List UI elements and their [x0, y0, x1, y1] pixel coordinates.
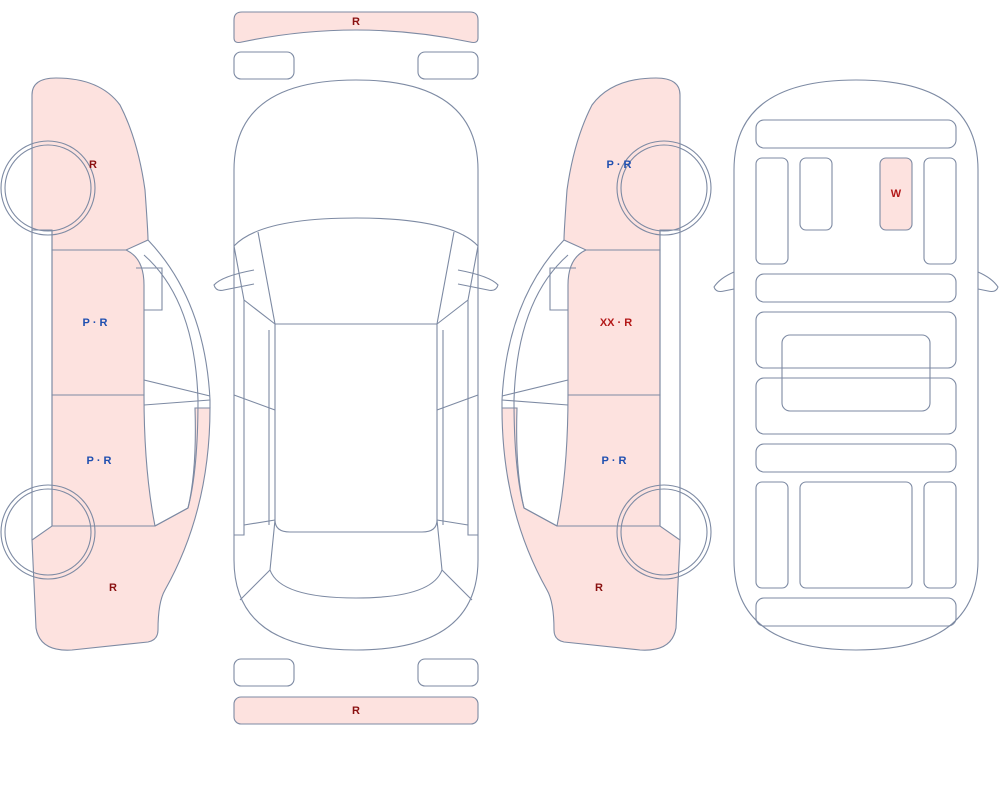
right-rear-quarter-label: R [595, 582, 603, 594]
damage-code: R [352, 16, 360, 28]
front-bumper-panel[interactable] [233, 11, 479, 44]
damage-code: · [93, 317, 97, 329]
right-rear-door-label: P·R [602, 455, 627, 467]
damage-code: P [607, 159, 614, 171]
roof [274, 324, 438, 533]
right-sill [659, 230, 681, 540]
frame-part-panel[interactable] [879, 157, 913, 231]
damage-code: R [624, 317, 632, 329]
top-body-outline [233, 79, 479, 651]
taillight-right [417, 658, 479, 687]
damage-code: · [617, 159, 621, 171]
left-side-view: R P·R P·R R [0, 77, 211, 651]
damage-code: R [624, 159, 632, 171]
right-front-fender-label: P·R [607, 159, 632, 171]
headlight-left [233, 51, 295, 80]
frame-body-outline [733, 79, 979, 651]
right-front-wheel [616, 140, 712, 236]
windshield [233, 217, 479, 247]
right-rear-wheel [616, 484, 712, 580]
damage-code: · [612, 455, 616, 467]
left-front-fender-panel[interactable] [31, 77, 149, 251]
damage-code: R [89, 159, 97, 171]
left-front-door-label: P·R [83, 317, 108, 329]
damage-code: R [619, 455, 627, 467]
right-door-frame [501, 239, 569, 527]
left-sill [31, 230, 53, 540]
headlight-right [417, 51, 479, 80]
damage-code: W [891, 188, 902, 200]
damage-code: R [352, 705, 360, 717]
damage-code: XX [600, 317, 615, 329]
left-front-wheel [0, 140, 96, 236]
right-front-door-label: XX·R [600, 317, 632, 329]
mirror-right [457, 269, 499, 291]
frame-part-label: W [891, 188, 902, 200]
left-rear-wheel [0, 484, 96, 580]
front-bumper-label: R [352, 16, 360, 28]
left-rear-quarter-label: R [109, 582, 117, 594]
left-front-fender-label: R [89, 159, 97, 171]
rear-window [269, 519, 443, 599]
damage-code: R [109, 582, 117, 594]
top-view: R R [213, 11, 499, 725]
damage-code: R [100, 317, 108, 329]
right-side-view: P·R XX·R P·R R [501, 77, 712, 651]
frame-mirror-left [713, 271, 735, 293]
damage-code: R [104, 455, 112, 467]
taillight-left [233, 658, 295, 687]
left-door-frame [143, 239, 211, 527]
damage-code: P [602, 455, 609, 467]
damage-code: P [83, 317, 90, 329]
rear-bumper-label: R [352, 705, 360, 717]
right-front-door-panel[interactable] [567, 249, 661, 396]
left-rear-door-label: P·R [87, 455, 112, 467]
damage-code: · [618, 317, 622, 329]
damage-code: P [87, 455, 94, 467]
mirror-left [213, 269, 255, 291]
frame-view: W [713, 79, 999, 651]
right-front-fender-panel[interactable] [563, 77, 681, 251]
rear-bumper-panel[interactable] [233, 696, 479, 725]
damage-code: · [97, 455, 101, 467]
left-front-door-panel[interactable] [51, 249, 145, 396]
frame-mirror-right [977, 271, 999, 293]
damage-code: R [595, 582, 603, 594]
